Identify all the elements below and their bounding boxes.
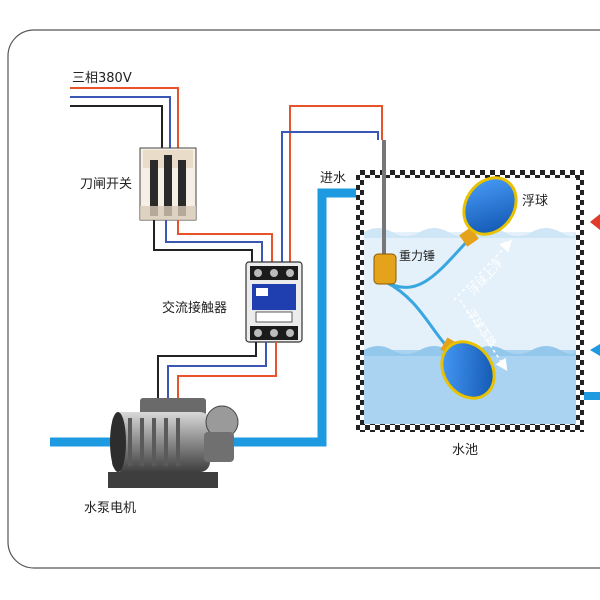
float-ball-label: 浮球 — [522, 194, 548, 209]
knife-switch — [139, 147, 197, 221]
float-ball-upper — [459, 176, 518, 247]
outer-frame — [7, 29, 600, 569]
gravity-weight — [373, 253, 397, 285]
contactor-label: 交流接触器 — [162, 300, 227, 316]
switch-to-contactor-wires — [153, 220, 273, 262]
high-level-indicator — [590, 214, 600, 230]
float-ball-lower — [440, 337, 496, 400]
ac-contactor — [245, 261, 303, 343]
pump-motor-label: 水泵电机 — [84, 501, 136, 516]
knife-switch-label: 刀闸开关 — [80, 177, 132, 192]
pool-label: 水池 — [452, 443, 478, 458]
water-in-label: 进水 — [320, 171, 346, 186]
pump-motor — [108, 398, 239, 488]
contactor-to-motor-wires — [157, 342, 277, 398]
float-motion-arrows — [453, 239, 513, 371]
low-level-indicator — [590, 344, 600, 356]
power-wires — [70, 87, 179, 150]
control-wires — [281, 105, 383, 262]
power-label: 三相380V — [72, 71, 132, 86]
weight-label: 重力锤 — [399, 248, 435, 263]
